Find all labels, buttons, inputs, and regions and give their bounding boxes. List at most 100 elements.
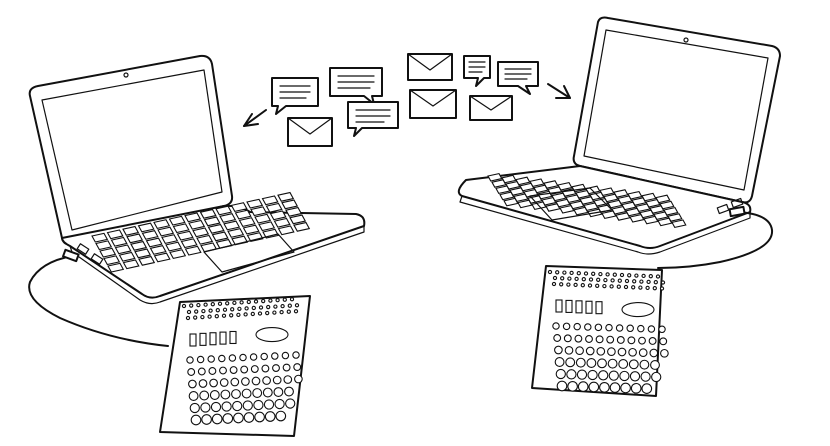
laptop-key [192, 227, 210, 238]
laptop-key [487, 172, 503, 182]
board-button [584, 323, 592, 331]
board-button [282, 363, 291, 372]
board-hole [266, 304, 271, 310]
board-button [272, 364, 280, 372]
board-button [249, 353, 258, 361]
laptop-key [145, 237, 163, 248]
chat-bubble-icon [347, 101, 399, 137]
envelope-icon [469, 95, 513, 121]
board-button [219, 378, 229, 387]
left-usb-cable [28, 255, 169, 347]
board-hole [287, 303, 292, 308]
left-usb-plug [62, 248, 80, 263]
board-button [231, 389, 241, 399]
board-button [562, 322, 571, 331]
board-button [186, 356, 194, 364]
laptop-key [223, 220, 241, 231]
board-button [219, 366, 227, 375]
laptop-key [269, 210, 287, 221]
board-slider [209, 332, 217, 346]
board-hole [648, 274, 653, 279]
board-button [609, 382, 621, 394]
board-button [292, 351, 300, 359]
board-button [647, 325, 656, 333]
right-laptop-trackpad [529, 187, 613, 221]
laptop-key [277, 191, 295, 202]
board-hole [244, 306, 249, 311]
board-button [563, 334, 572, 343]
board-button [574, 334, 583, 343]
board-button [556, 380, 568, 392]
board-button [285, 398, 296, 409]
board-hole [583, 271, 589, 276]
board-hole [555, 270, 560, 275]
board-hole [641, 273, 646, 279]
right-laptop-port [730, 197, 744, 209]
board-button [199, 390, 210, 401]
board-hole [232, 300, 237, 306]
right-keyboard-board [531, 265, 669, 397]
board-button [566, 369, 577, 380]
board-button [273, 387, 284, 397]
laptop-key [262, 228, 280, 239]
board-button [597, 358, 607, 369]
board-hole [619, 272, 625, 278]
left-laptop-keyboard [91, 191, 311, 273]
board-slider [219, 331, 227, 345]
board-button [599, 381, 610, 393]
laptop-key [643, 215, 659, 225]
laptop-key [122, 259, 140, 270]
envelope-icon [407, 53, 453, 81]
board-button [264, 411, 276, 422]
board-button [251, 376, 261, 386]
board-button [293, 363, 302, 371]
board-hole [588, 277, 594, 282]
board-button [637, 324, 645, 333]
board-button [197, 367, 206, 376]
board-hole [639, 279, 644, 284]
board-button [272, 375, 282, 385]
board-hole [217, 301, 223, 306]
laptop-key [573, 206, 589, 216]
board-hole [225, 301, 230, 306]
chat-bubble-icon [497, 61, 539, 95]
laptop-key [495, 185, 511, 195]
board-button [651, 371, 662, 383]
board-button [553, 334, 562, 342]
board-hole [576, 271, 581, 276]
left-laptop-port [76, 243, 90, 255]
laptop-key [138, 255, 156, 266]
laptop-key [289, 214, 307, 225]
board-hole [573, 282, 578, 288]
board-button [201, 414, 212, 425]
board-button [585, 335, 593, 343]
laptop-key [261, 195, 279, 206]
board-hole [215, 308, 220, 313]
board-hole [609, 284, 614, 289]
board-button [232, 400, 243, 412]
board-hole [560, 276, 565, 281]
board-slider [199, 332, 207, 346]
board-button [262, 387, 273, 398]
laptop-key [203, 216, 221, 227]
board-button [598, 370, 609, 381]
laptop-key [169, 249, 187, 260]
board-button [254, 411, 265, 423]
board-hole [193, 315, 198, 320]
message-cloud [243, 53, 571, 147]
board-hole [591, 271, 596, 276]
board-button [188, 391, 199, 401]
board-button [567, 380, 578, 392]
board-button [629, 371, 641, 382]
board-slider [229, 330, 237, 345]
board-button [588, 381, 600, 393]
laptop-key [559, 204, 575, 214]
board-button [638, 336, 646, 345]
board-button [616, 336, 625, 344]
board-button [229, 366, 238, 374]
board-hole [201, 308, 206, 314]
laptop-key [161, 234, 179, 245]
board-button [233, 412, 244, 424]
board-hole [279, 309, 284, 315]
right-usb-cable [657, 211, 774, 269]
